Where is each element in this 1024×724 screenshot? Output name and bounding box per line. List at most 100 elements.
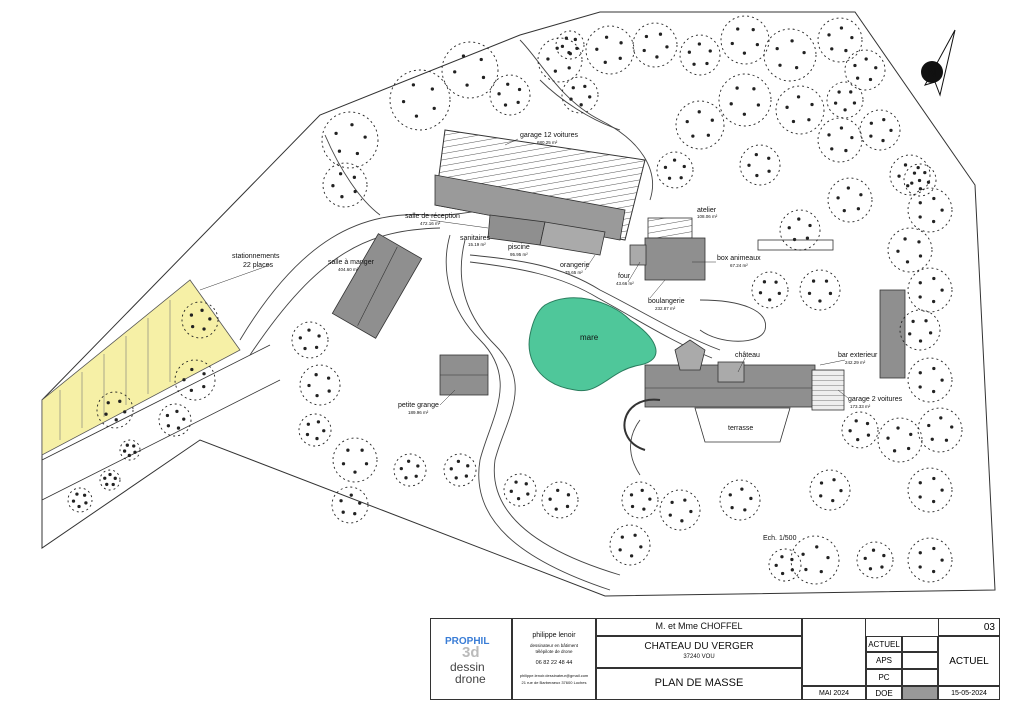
logo-drone: drone (455, 672, 486, 686)
tree-canopy (393, 453, 427, 487)
tree-dot (849, 90, 853, 94)
tree-dot (796, 95, 801, 99)
tree-dot (575, 46, 579, 51)
tree-dot (843, 108, 847, 112)
tree-dot (306, 422, 310, 426)
tree-dot (132, 444, 136, 448)
tree-dot (886, 436, 890, 440)
tree-canopy (887, 227, 933, 273)
tree-dot (341, 462, 346, 466)
label-four: four (618, 273, 631, 280)
tree-dot (853, 63, 857, 68)
tree-dot (334, 131, 338, 136)
tree-dot (819, 494, 823, 498)
tree-dot (642, 48, 646, 53)
tree-canopy (609, 524, 651, 566)
label-places: 22 places (243, 262, 273, 269)
tree-dot (573, 37, 577, 42)
tree-dot (818, 299, 822, 303)
tree-canopy (775, 85, 825, 135)
tree-dot (122, 449, 127, 453)
tree-canopy (859, 109, 901, 151)
tree-dot (752, 87, 756, 91)
parking-area (41, 279, 281, 501)
tree-dot (353, 189, 357, 194)
tree-dot (882, 553, 886, 558)
tree-dot (767, 156, 771, 160)
tree-dot (687, 50, 692, 54)
tree-dot (454, 476, 458, 480)
tree-dot (932, 476, 936, 481)
tree-dot (114, 418, 118, 422)
tree-dot (930, 437, 934, 441)
tree-dot (844, 148, 848, 153)
tree-dot (339, 499, 343, 503)
tree-dot (202, 372, 206, 376)
tree-dot (524, 482, 528, 486)
tree-dot (903, 237, 907, 241)
label-sanitaires: sanitaires (460, 235, 490, 242)
label-orangerie: orangerie (560, 262, 590, 269)
tree-dot (837, 90, 841, 94)
tree-dot (791, 119, 796, 124)
tree-dot (827, 133, 831, 137)
tree-dot (202, 327, 206, 331)
tree-dot (364, 462, 369, 466)
building-chateau (644, 339, 816, 408)
tree-dot (906, 446, 911, 451)
tree-dot (640, 488, 644, 493)
tree-dot (931, 499, 936, 504)
tree-dot (683, 498, 687, 502)
tree-dot (567, 66, 571, 70)
tree-dot (892, 449, 897, 453)
tree-dot (827, 33, 831, 37)
tree-dot (190, 367, 194, 372)
tree-dot (939, 416, 943, 420)
tree-dot (314, 373, 318, 377)
tree-dot (658, 32, 663, 36)
tree-dot (123, 410, 127, 414)
tree-dot (918, 481, 922, 485)
tree-dot (327, 389, 331, 393)
tree-dot (77, 504, 81, 509)
tree-canopy (291, 321, 329, 359)
tree-dot (940, 288, 944, 292)
tree-dot (497, 92, 501, 96)
tree-dot (839, 126, 844, 130)
tree-dot (912, 171, 917, 175)
tree-dot (768, 298, 772, 302)
tree-dot (918, 295, 922, 299)
tree-dot (465, 83, 469, 87)
tree-dot (466, 464, 470, 468)
tree-dot (774, 563, 778, 568)
tree-dot (685, 119, 689, 124)
tree-dot (811, 279, 816, 283)
label-garage2-area: 173.33 m² (850, 404, 871, 409)
phase-doe-check (902, 686, 938, 700)
phase-actuel: ACTUEL (866, 636, 902, 652)
tree-dot (880, 565, 884, 569)
tree-dot (863, 556, 867, 561)
tree-dot (644, 34, 649, 39)
tree-dot (836, 196, 840, 200)
tree-dot (560, 44, 565, 49)
tree-dot (932, 546, 936, 551)
tree-dot (780, 571, 785, 576)
tree-dot (565, 504, 570, 509)
tree-dot (125, 443, 129, 447)
tree-dot (166, 424, 171, 428)
tree-dot (874, 66, 878, 70)
tree-dot (697, 110, 701, 114)
tree-dot (785, 105, 789, 109)
tree-dot (797, 217, 801, 221)
tree-dot (868, 567, 873, 571)
tree-dot (918, 201, 922, 205)
tree-dot (648, 497, 652, 501)
tree-dot (790, 557, 794, 562)
tree-dot (588, 95, 592, 99)
tree-dot (950, 425, 954, 429)
tree-canopy (503, 473, 537, 507)
tree-dot (940, 378, 944, 382)
north-arrow-icon: N (921, 29, 956, 97)
